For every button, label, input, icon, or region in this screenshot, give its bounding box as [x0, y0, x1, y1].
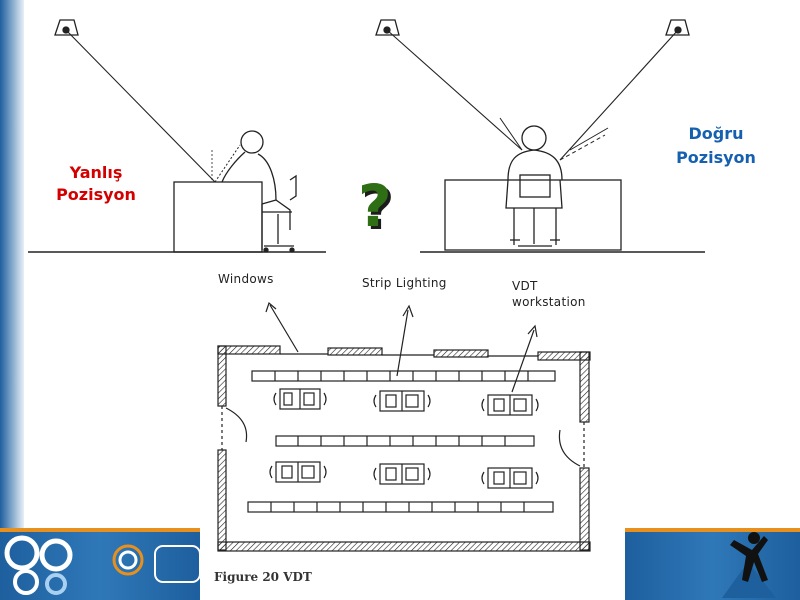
workstation	[481, 467, 539, 489]
workstation	[373, 463, 431, 485]
right-label-line2: Pozisyon	[676, 148, 756, 167]
footer-band	[0, 528, 800, 600]
vdt-workstation-label: VDT workstation	[512, 278, 586, 310]
strip-light-row-2	[275, 435, 535, 447]
leader-arrows	[265, 301, 538, 393]
wrong-position-label: Yanlış Pozisyon	[42, 162, 150, 206]
person-figure-logo-icon	[722, 532, 776, 598]
right-label-line1: Doğru	[688, 124, 744, 143]
wrong-label-line1: Yanlış	[69, 163, 123, 182]
workstation	[373, 390, 431, 412]
question-mark: ?	[358, 172, 392, 240]
strip-lighting-label: Strip Lighting	[362, 276, 447, 290]
vdt-label-line2: workstation	[512, 295, 586, 309]
right-position-illustration	[375, 19, 705, 253]
strip-light-row-3	[247, 501, 554, 513]
workstation	[269, 461, 327, 483]
floor-plan	[200, 301, 625, 577]
wrong-position-illustration	[28, 19, 326, 253]
right-position-label: Doğru Pozisyon	[664, 122, 768, 170]
wrong-label-line2: Pozisyon	[56, 185, 136, 204]
workstation	[273, 388, 327, 410]
left-accent-bar	[0, 0, 24, 530]
windows-label: Windows	[218, 272, 274, 286]
figure-caption: Figure 20 VDT	[214, 570, 312, 584]
workstation	[481, 394, 539, 416]
vdt-label-line1: VDT	[512, 279, 538, 293]
strip-light-row-1	[251, 370, 556, 382]
